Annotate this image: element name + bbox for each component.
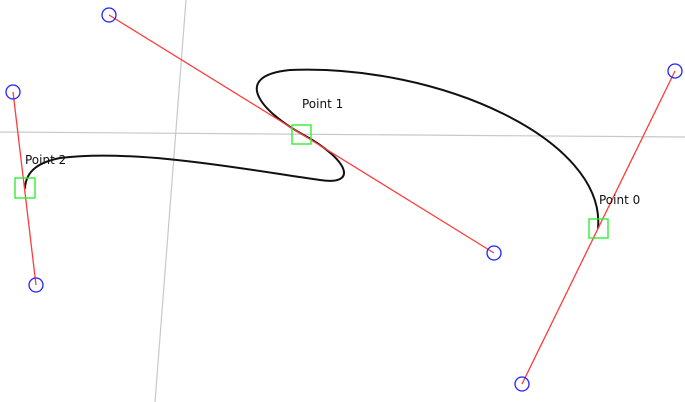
circle-handle-icon[interactable] — [28, 277, 44, 293]
bezier-curve[interactable] — [24, 68, 600, 229]
point-1-control[interactable]: Point 1 — [101, 7, 502, 261]
point-1-tangent-line — [108, 14, 495, 254]
circle-handle-icon[interactable] — [5, 84, 21, 100]
point-1-label: Point 1 — [302, 97, 343, 111]
circle-handle-icon[interactable] — [486, 245, 502, 261]
point-0-tangent-line — [521, 70, 676, 385]
x-axis-line — [0, 131, 685, 138]
point-2-label: Point 2 — [25, 153, 66, 167]
point-2-tangent-line — [12, 91, 37, 286]
square-anchor-icon[interactable] — [14, 177, 36, 199]
circle-handle-icon[interactable] — [101, 7, 117, 23]
circle-handle-icon[interactable] — [667, 63, 683, 79]
point-0-control[interactable]: Point 0 — [514, 63, 683, 392]
square-anchor-icon[interactable] — [588, 218, 609, 239]
point-0-label: Point 0 — [599, 193, 640, 207]
circle-handle-icon[interactable] — [514, 376, 530, 392]
y-axis-line — [154, 0, 187, 402]
point-2-control[interactable]: Point 2 — [5, 84, 66, 293]
square-anchor-icon[interactable] — [291, 124, 312, 145]
